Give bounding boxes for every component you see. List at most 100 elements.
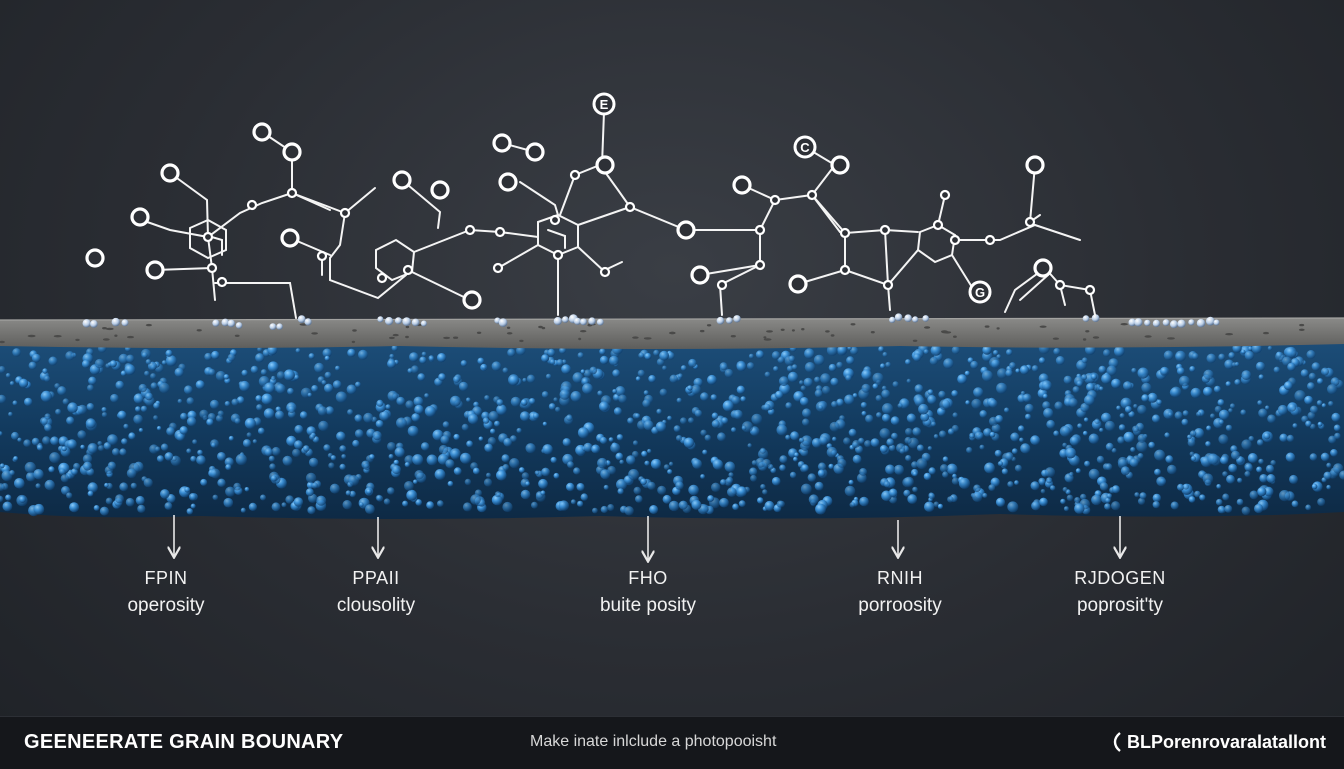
grain — [13, 478, 25, 489]
crust-pits — [0, 323, 1305, 344]
grain — [928, 467, 936, 475]
grain — [314, 362, 325, 373]
grain — [1111, 448, 1117, 453]
grain — [791, 364, 798, 370]
atom-c: C — [793, 135, 817, 159]
grain — [135, 406, 141, 412]
grain — [1081, 357, 1088, 364]
bead — [889, 316, 896, 323]
atom-node — [1033, 258, 1053, 278]
grain — [1292, 423, 1298, 429]
atom-node — [595, 155, 615, 175]
grain — [488, 411, 499, 422]
atom-joint — [552, 249, 564, 261]
grain — [720, 479, 727, 486]
grain — [692, 459, 702, 469]
grain — [345, 490, 351, 496]
grain — [1042, 393, 1048, 399]
grain — [1306, 350, 1316, 359]
grain — [28, 361, 37, 370]
grain — [502, 367, 509, 374]
grain — [483, 478, 493, 487]
grain — [321, 380, 327, 386]
grain — [94, 358, 105, 369]
grain — [299, 411, 308, 419]
grain — [409, 352, 419, 362]
grain — [582, 383, 593, 395]
grain — [1147, 392, 1158, 403]
grain — [260, 369, 267, 376]
grain — [559, 389, 570, 400]
atom-joint — [549, 214, 561, 226]
grain — [649, 505, 659, 514]
grain — [624, 506, 634, 516]
grain — [1257, 487, 1267, 497]
grain — [832, 436, 837, 442]
grain — [678, 500, 688, 510]
grain — [1248, 346, 1253, 351]
grain — [257, 346, 263, 352]
grain — [235, 453, 247, 466]
grain — [597, 390, 603, 396]
grain — [33, 469, 44, 480]
grain — [1205, 441, 1211, 447]
grain — [388, 454, 394, 459]
atom-joint — [769, 194, 781, 206]
grain — [829, 421, 840, 432]
grain — [939, 430, 947, 438]
grain — [599, 348, 606, 355]
grain — [507, 348, 516, 357]
grain — [246, 432, 252, 438]
grain — [677, 373, 683, 379]
grain — [785, 434, 791, 440]
grain — [329, 483, 340, 494]
grain — [659, 350, 669, 361]
grain — [885, 361, 891, 368]
crust-pit — [102, 338, 110, 341]
grain — [31, 353, 41, 363]
grain — [294, 424, 304, 434]
grain — [988, 484, 996, 491]
grain — [271, 375, 276, 381]
grain — [881, 403, 894, 415]
grain — [1251, 343, 1262, 354]
grain — [354, 414, 363, 423]
grain — [17, 437, 22, 442]
grain — [1317, 498, 1326, 506]
grain — [60, 474, 69, 483]
atom-node — [282, 142, 302, 162]
grain — [1077, 423, 1083, 429]
grain — [1128, 411, 1135, 418]
grain — [643, 390, 649, 396]
grain — [733, 409, 743, 420]
grain — [40, 390, 52, 402]
grain — [1179, 375, 1190, 387]
grain — [62, 398, 69, 405]
grain — [704, 434, 711, 441]
label-2-desc: clousolity — [336, 595, 416, 616]
grain — [981, 370, 993, 382]
grain — [1307, 411, 1316, 420]
grain — [477, 357, 485, 365]
crust-pit — [801, 328, 805, 331]
grain — [200, 478, 208, 486]
grain — [366, 488, 372, 495]
grain — [995, 415, 1004, 423]
grain — [352, 439, 360, 448]
grain — [597, 457, 608, 469]
crust-pit — [825, 330, 830, 333]
grain — [799, 397, 809, 406]
grain — [375, 420, 384, 428]
grain — [702, 449, 708, 455]
grain — [261, 393, 273, 405]
grain — [1217, 505, 1226, 514]
grain — [159, 382, 170, 394]
crust-pit — [953, 335, 957, 338]
grain — [1256, 439, 1264, 446]
atom-joint — [464, 224, 476, 236]
grain — [407, 425, 419, 437]
atom-c-letter: C — [800, 140, 810, 155]
grain — [688, 417, 694, 424]
grain — [1080, 493, 1087, 501]
bead — [212, 319, 220, 327]
